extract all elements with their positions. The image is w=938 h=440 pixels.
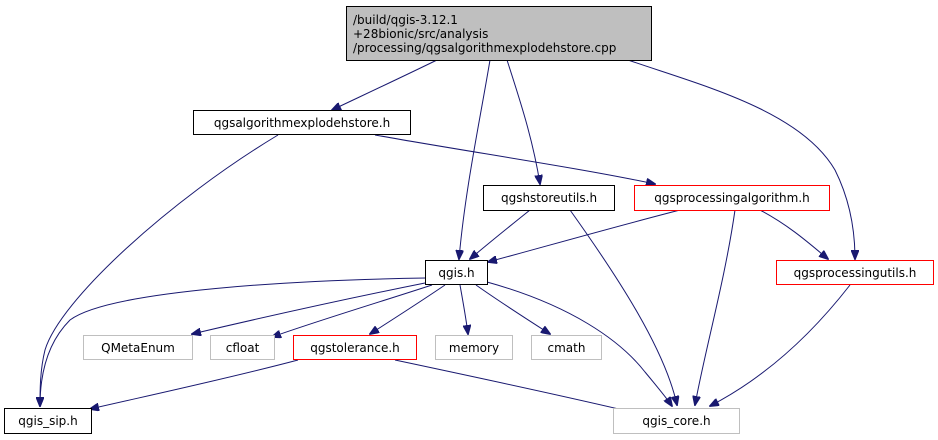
edge-processingalgorithm-to-processingutils bbox=[759, 209, 828, 259]
node-memory: memory bbox=[435, 335, 513, 360]
edge-root-to-processingutils-h bbox=[627, 59, 855, 259]
edge-processingutils-to-qgis-core bbox=[710, 284, 851, 406]
node-qgsprocessingalgorithm-h[interactable]: qgsprocessingalgorithm.h bbox=[634, 185, 830, 211]
node-qmetaenum: QMetaEnum bbox=[83, 335, 193, 360]
node-label[interactable]: qgsprocessingutils.h bbox=[793, 265, 917, 280]
node-qgis-sip-h[interactable]: qgis_sip.h bbox=[4, 408, 92, 434]
root-line-2: +28bionic/src/analysis bbox=[353, 26, 489, 41]
edge-qgis-to-qgis-core bbox=[486, 281, 672, 406]
edge-root-to-hstoreutils-h bbox=[506, 59, 540, 184]
node-qgis-core-h: qgis_core.h bbox=[613, 408, 740, 434]
edge-hstoreutils-to-qgis-h bbox=[470, 209, 531, 259]
edge-processingalgorithm-to-qgis-h bbox=[488, 209, 681, 262]
edge-qgis-to-memory bbox=[459, 284, 468, 334]
node-label: QMetaEnum bbox=[101, 340, 175, 355]
node-label[interactable]: qgis.h bbox=[438, 265, 475, 280]
node-label: cfloat bbox=[225, 340, 260, 355]
edge-hstoreutils-to-qgis-core bbox=[569, 209, 677, 405]
edge-tolerance-to-qgis-core bbox=[394, 359, 640, 414]
edge-qgis-to-tolerance bbox=[370, 284, 446, 334]
edge-qgis-to-qmetaenum bbox=[192, 282, 426, 334]
node-root-qgsalgorithmexplodehstore-cpp: /build/qgis-3.12.1 +28bionic/src/analysi… bbox=[346, 6, 652, 61]
edge-root-to-qgis-h bbox=[459, 59, 491, 259]
root-line-1: /build/qgis-3.12.1 bbox=[353, 12, 458, 27]
node-label[interactable]: qgshstoreutils.h bbox=[500, 191, 598, 205]
edge-qgis-to-cfloat bbox=[272, 284, 433, 337]
node-qgshstoreutils-h[interactable]: qgshstoreutils.h bbox=[483, 185, 615, 211]
edge-root-to-explodehstore-h bbox=[332, 59, 438, 110]
node-qgis-h[interactable]: qgis.h bbox=[425, 260, 488, 285]
edge-processingalgorithm-to-qgis-core bbox=[695, 209, 736, 405]
node-qgsalgorithmexplodehstore-h[interactable]: qgsalgorithmexplodehstore.h bbox=[193, 110, 411, 135]
node-label[interactable]: qgis_sip.h bbox=[18, 414, 78, 428]
edge-qgis-to-cmath bbox=[475, 284, 550, 334]
node-cfloat: cfloat bbox=[210, 335, 275, 360]
root-line-3: /processing/qgsalgorithmexplodehstore.cp… bbox=[353, 40, 617, 55]
node-label: qgis_core.h bbox=[642, 414, 711, 428]
node-label: memory bbox=[448, 340, 500, 355]
node-qgstolerance-h[interactable]: qgstolerance.h bbox=[293, 335, 417, 360]
node-label[interactable]: qgsprocessingalgorithm.h bbox=[654, 191, 810, 205]
node-label[interactable]: qgsalgorithmexplodehstore.h bbox=[213, 115, 391, 130]
edge-tolerance-to-qgis-sip bbox=[90, 359, 299, 409]
edge-explodehstore-to-processingalgorithm bbox=[374, 134, 655, 184]
node-cmath: cmath bbox=[531, 335, 602, 360]
edge-qgis-to-qgis-sip bbox=[40, 277, 427, 406]
node-label: cmath bbox=[547, 340, 586, 355]
node-qgsprocessingutils-h[interactable]: qgsprocessingutils.h bbox=[776, 260, 934, 285]
node-label[interactable]: qgstolerance.h bbox=[310, 340, 400, 355]
edge-explodehstore-to-qgis-sip bbox=[40, 134, 279, 406]
